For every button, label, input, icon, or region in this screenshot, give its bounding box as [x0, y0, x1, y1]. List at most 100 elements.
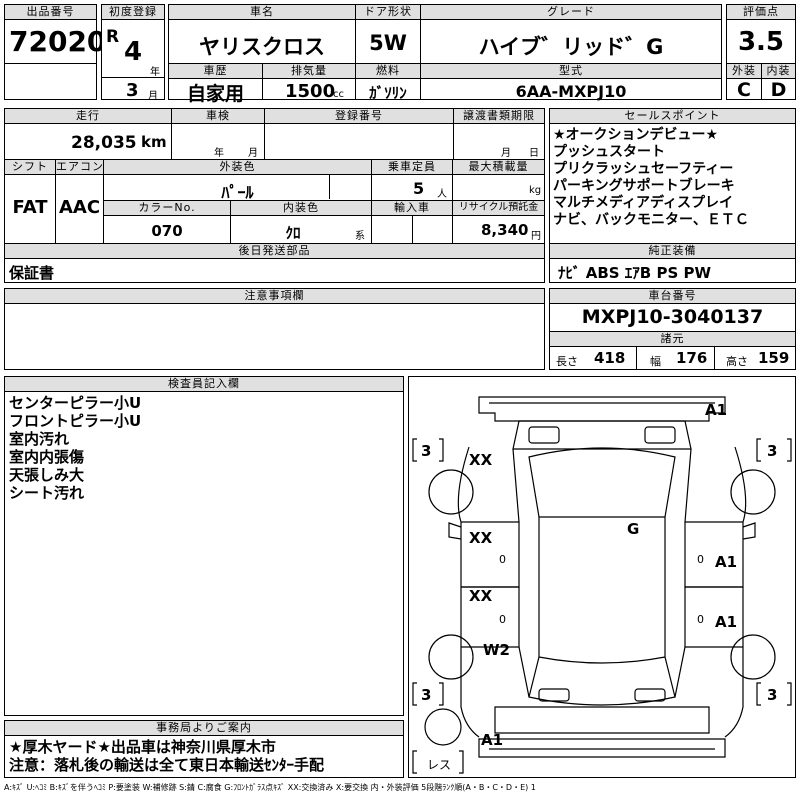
inspector-note: 室内内張傷 — [9, 448, 85, 466]
damage-mark: XX — [469, 529, 493, 547]
first-reg-box: 初度登録 R 4 年 3 月 — [101, 4, 165, 102]
damage-mark: 0 — [499, 613, 506, 626]
color-no: 070 — [151, 222, 183, 240]
first-reg-label: 初度登録 — [102, 5, 164, 20]
mileage: 28,035 — [71, 133, 137, 153]
damage-mark: W2 — [483, 641, 510, 659]
mileage-label: 走行 — [5, 109, 171, 124]
later-parts-label: 後日発送部品 — [5, 244, 544, 259]
height: 159 — [758, 349, 790, 367]
damage-mark: 0 — [499, 553, 506, 566]
score: 3.5 — [737, 27, 785, 57]
import-label: 輸入車 — [372, 201, 452, 216]
load-label: 最大積載量 — [453, 160, 544, 175]
width: 176 — [676, 349, 708, 367]
later-parts: 保証書 — [9, 264, 55, 282]
inspector-label: 検査員記入欄 — [5, 377, 403, 392]
inspection-label: 車検 — [172, 109, 264, 124]
reg-year: 4 — [124, 37, 143, 67]
int-color: ｸﾛ — [285, 224, 301, 242]
transfer-day-unit: 日 — [529, 148, 539, 159]
sales-point: マルチメディアディスプレイ — [553, 195, 734, 211]
model-label: 型式 — [421, 64, 721, 79]
inspector-note: 天張しみ大 — [9, 466, 85, 484]
grade-label: グレード — [421, 5, 721, 20]
capacity-label: 乗車定員 — [372, 160, 452, 175]
damage-mark: A1 — [715, 553, 737, 571]
inspector-note: 室内汚れ — [9, 430, 70, 448]
lot-number: 72020 — [9, 25, 107, 58]
car-info-box: 車名 ヤリスクロス ドア形状 5W グレード ハイブ゛リッド゛G 車歴 自家用 … — [168, 4, 722, 105]
tire-mark-rear-right: 3 — [767, 686, 777, 704]
shift-label: シフト — [5, 160, 55, 175]
inspector-note: シート汚れ — [9, 484, 85, 502]
damage-mark: G — [627, 520, 639, 538]
tire-mark-rear-left: 3 — [421, 686, 431, 704]
ac-label: エアコン — [56, 160, 103, 175]
inspection-year-unit: 年 — [214, 148, 224, 159]
inspection-month-unit: 月 — [248, 148, 258, 159]
equip-label: 純正装備 — [550, 244, 795, 259]
sales-point: プッシュスタート — [553, 144, 665, 160]
chassis-box: 車台番号 MXPJ10-3040137 諸元 長さ 418 幅 176 高さ 1… — [549, 288, 796, 370]
sales-label: セールスポイント — [550, 109, 795, 124]
spec-label: 諸元 — [550, 332, 795, 347]
damage-mark: A1 — [715, 613, 737, 631]
transfer-month-unit: 月 — [501, 148, 511, 159]
tire-mark-front-right: 3 — [767, 442, 777, 460]
width-label: 幅 — [650, 355, 661, 368]
color-no-label: カラーNo. — [104, 201, 230, 216]
sales-box: セールスポイント ★オークションデビュー★ プッシュスタート プリクラッシュセー… — [549, 108, 796, 283]
interior-grade: D — [770, 79, 787, 101]
int-color-label: 内装色 — [231, 201, 371, 216]
month-unit: 月 — [148, 91, 158, 102]
recycle-unit: 円 — [531, 231, 541, 242]
office-line: 注意：落札後の輸送は全て東日本輸送ｾﾝﾀｰ手配 — [9, 756, 325, 774]
damage-mark: XX — [469, 451, 493, 469]
sales-point: ★オークションデビュー★ — [553, 127, 719, 143]
office-line: ★厚木ヤード★出品車は神奈川県厚木市 — [9, 738, 276, 756]
history-label: 車歴 — [169, 64, 262, 79]
chassis-number: MXPJ10-3040137 — [581, 306, 764, 328]
recycle-label: リサイクル預託金 — [453, 201, 544, 216]
sales-point: プリクラッシュセーフティー — [553, 161, 734, 177]
displacement-label: 排気量 — [263, 64, 355, 79]
year-unit: 年 — [150, 67, 160, 78]
length-label: 長さ — [556, 355, 578, 368]
sales-point: パーキングサポートブレーキ — [553, 178, 735, 194]
car-name-label: 車名 — [169, 5, 355, 20]
shift: FAT — [12, 197, 48, 218]
spare-tire-mark: レス — [427, 758, 451, 772]
damage-mark: A1 — [705, 401, 727, 419]
legend: A:ｷｽﾞ U:ﾍｺﾐ B:ｷｽﾞを伴うﾍｺﾐ P:要塗装 W:補修跡 S:錆 … — [4, 783, 536, 792]
reg-label: 登録番号 — [265, 109, 453, 124]
model-code: 6AA-MXPJ10 — [515, 82, 627, 101]
color-label: 外装色 — [104, 160, 371, 175]
damage-mark: 0 — [697, 553, 704, 566]
int-color-unit: 系 — [355, 231, 365, 242]
mileage-box: 走行 28,035 km 車検 年 月 登録番号 譲渡書類期限 月 日 シフト … — [4, 108, 545, 283]
score-label: 評価点 — [727, 5, 795, 20]
inspector-note: フロントピラー小U — [9, 412, 142, 430]
interior-label: 内装 — [762, 64, 795, 79]
load-unit: kg — [529, 185, 542, 196]
lot-box: 出品番号 72020 — [4, 4, 106, 100]
era: R — [106, 27, 120, 47]
ac: AAC — [58, 197, 101, 218]
inspector-box: 検査員記入欄 センターピラー小U フロントピラー小U 室内汚れ 室内内張傷 天張… — [4, 376, 404, 716]
transfer-label: 譲渡書類期限 — [454, 109, 544, 124]
sales-point: ナビ、バックモニター、ＥＴＣ — [553, 212, 749, 228]
km-unit: km — [141, 133, 167, 151]
exterior-label: 外装 — [727, 64, 761, 79]
office-box: 事務局よりご案内 ★厚木ヤード★出品車は神奈川県厚木市 注意：落札後の輸送は全て… — [4, 720, 404, 778]
damage-mark: A1 — [481, 731, 503, 749]
history: 自家用 — [186, 83, 244, 105]
chassis-label: 車台番号 — [550, 289, 795, 304]
damage-mark: XX — [469, 587, 493, 605]
capacity-unit: 人 — [437, 189, 447, 200]
car-diagram: 3 3 3 3 A1 XX G XX 0 0 A1 XX 0 0 A1 W2 A… — [408, 376, 796, 778]
caution-label: 注意事項欄 — [5, 289, 544, 304]
reg-month: 3 — [126, 80, 139, 101]
door-label: ドア形状 — [356, 5, 420, 20]
door-type: 5W — [369, 31, 407, 55]
